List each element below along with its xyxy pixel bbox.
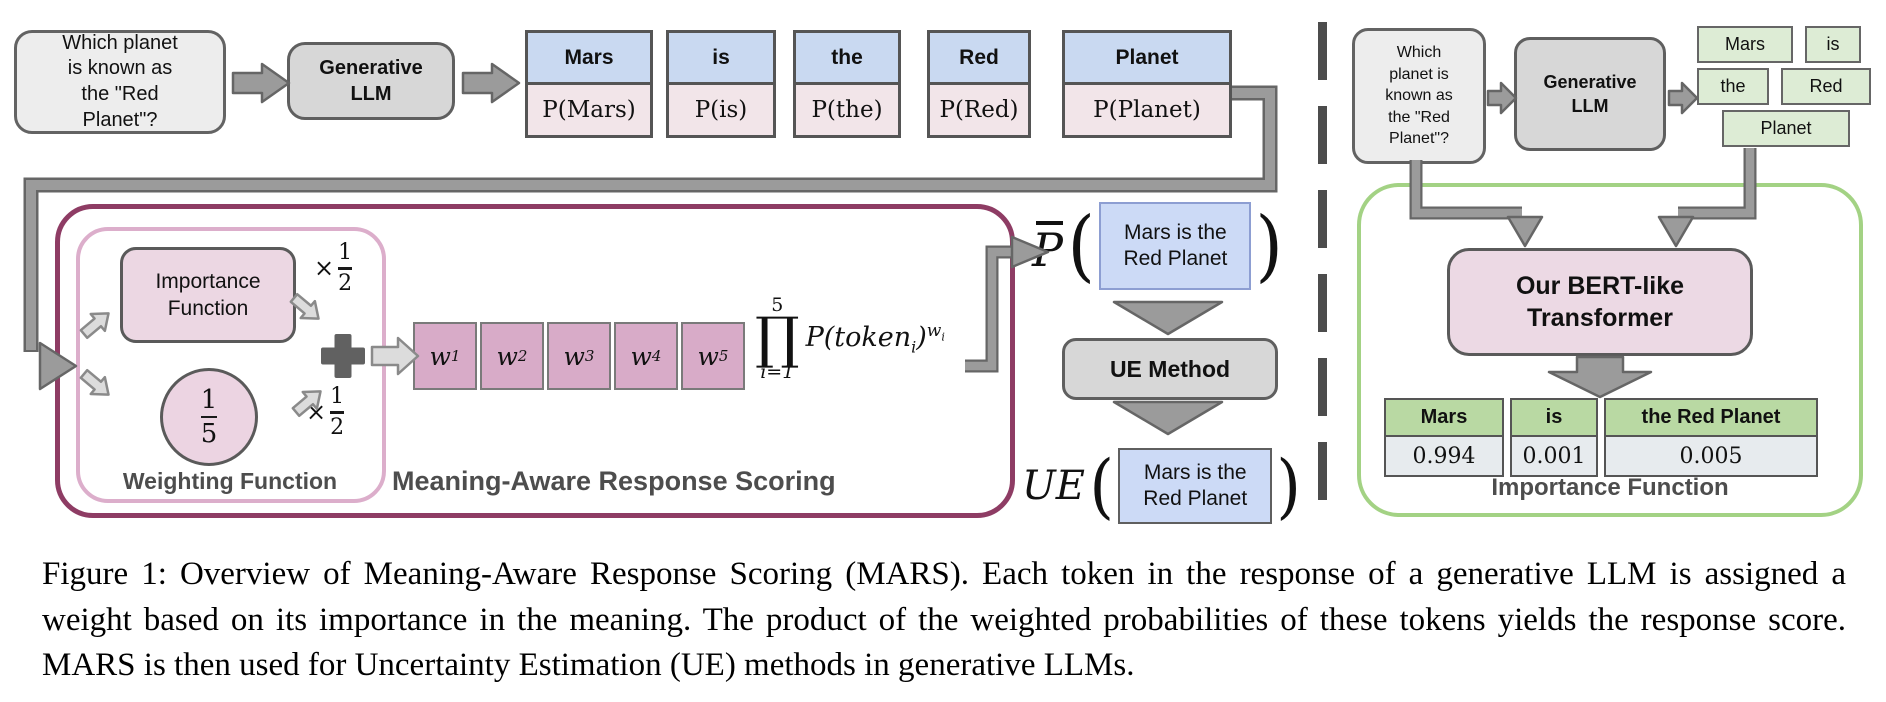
connector-question-to-transformer	[1409, 160, 1544, 248]
mini-arrow-icon	[291, 390, 322, 418]
table-value-cell: 0.001	[1510, 437, 1598, 477]
pbar-expression: P ( Mars is the Red Planet )	[1032, 198, 1285, 294]
ue-method-label: UE Method	[1109, 355, 1231, 382]
generative-llm-label: Generative LLM	[1543, 71, 1637, 116]
token-cell: Mars	[525, 30, 653, 82]
green-token: Planet	[1722, 110, 1850, 147]
open-paren: (	[1089, 444, 1114, 527]
bert-transformer-label: Our BERT-like Transformer	[1515, 271, 1685, 333]
mars-title: Meaning-Aware Response Scoring	[392, 466, 836, 496]
token-cell: is	[666, 30, 776, 82]
token-pair: the P(the)	[793, 30, 901, 138]
arrow-down-icon	[1547, 355, 1653, 399]
prob-cell: P(Mars)	[525, 82, 653, 138]
generative-llm-label: Generative LLM	[319, 57, 423, 105]
connector-tokens-to-mars	[23, 85, 1278, 391]
prob-cell: P(is)	[666, 82, 776, 138]
prob-cell: P(Planet)	[1062, 82, 1232, 138]
generative-llm-box: Generative LLM	[1514, 37, 1666, 151]
arrow-right-icon	[231, 62, 291, 104]
product-symbol: 5 ∏ i=1	[755, 294, 800, 383]
arrow-right-icon	[1667, 81, 1699, 115]
bert-transformer-box: Our BERT-like Transformer	[1447, 248, 1753, 356]
importance-function-title: Importance Function	[1491, 474, 1729, 501]
importance-function-panel	[1357, 183, 1863, 517]
one-fifth-fraction: 1 5	[200, 384, 218, 450]
green-token: Mars	[1697, 26, 1793, 63]
importance-function-label: Importance Function	[155, 269, 261, 320]
arrow-right-icon	[1486, 81, 1518, 115]
importance-table: the Red Planet 0.005	[1604, 398, 1818, 477]
mini-arrow-icon	[79, 368, 110, 396]
half-fraction: 1 2	[330, 384, 345, 440]
arrow-right-icon	[370, 336, 420, 376]
question-text: Which planet is known as the "Red Planet…	[1385, 44, 1453, 148]
mini-arrow-icon	[289, 292, 320, 320]
table-value-cell: 0.005	[1604, 437, 1818, 477]
green-token: is	[1805, 26, 1861, 63]
response-box: Mars is the Red Planet	[1118, 448, 1273, 524]
question-box: Which planet is known as the "Red Planet…	[14, 30, 226, 134]
connector-tokens-to-transformer	[1657, 148, 1757, 248]
arrow-down-icon	[1112, 400, 1224, 436]
table-token-cell: Mars	[1384, 398, 1504, 437]
generative-llm-box: Generative LLM	[287, 42, 455, 120]
ue-symbol: UE	[1022, 463, 1085, 509]
connector-formula-to-pbar	[965, 235, 1050, 373]
green-token: Red	[1781, 68, 1871, 105]
prob-cell: P(the)	[793, 82, 901, 138]
arrow-down-icon	[1506, 215, 1544, 248]
token-cell: Red	[927, 30, 1031, 82]
token-cell: Planet	[1062, 30, 1232, 82]
mini-arrow-icon	[79, 312, 110, 340]
weighting-function-label: Weighting Function	[122, 468, 338, 494]
importance-table: Mars 0.994	[1384, 398, 1504, 477]
prob-cell: P(Red)	[927, 82, 1031, 138]
times-sign: ×	[314, 254, 335, 283]
token-pair: is P(is)	[666, 30, 776, 138]
question-text: Which planet is known as the "Red Planet…	[62, 31, 178, 131]
open-paren: (	[1067, 200, 1095, 291]
importance-function-box: Importance Function	[120, 247, 296, 343]
token-pair: Mars P(Mars)	[525, 30, 653, 138]
token-pair: Red P(Red)	[927, 30, 1031, 138]
arrow-right-icon	[38, 341, 78, 391]
green-token: the	[1697, 68, 1769, 105]
times-half-top: × 1 2	[314, 240, 353, 296]
weighting-circle: 1 5	[160, 368, 258, 466]
close-paren: )	[1255, 200, 1284, 291]
token-pair: Planet P(Planet)	[1062, 30, 1232, 138]
figure-caption: Figure 1: Overview of Meaning-Aware Resp…	[42, 556, 1846, 684]
close-paren: )	[1276, 444, 1302, 527]
half-fraction: 1 2	[338, 240, 353, 296]
ue-method-box: UE Method	[1062, 338, 1278, 400]
response-box: Mars is the Red Planet	[1099, 202, 1252, 290]
table-value-cell: 0.994	[1384, 437, 1504, 477]
table-token-cell: is	[1510, 398, 1598, 437]
arrow-down-icon	[1657, 215, 1695, 248]
arrow-right-icon	[1010, 235, 1050, 269]
dashed-divider	[1318, 22, 1327, 522]
question-box: Which planet is known as the "Red Planet…	[1352, 28, 1486, 164]
table-token-cell: the Red Planet	[1604, 398, 1818, 437]
token-cell: the	[793, 30, 901, 82]
arrow-down-icon	[1112, 300, 1224, 336]
product-expression: P(tokeni)wi	[805, 321, 945, 357]
ue-expression: UE ( Mars is the Red Planet )	[1022, 440, 1303, 532]
product-formula: 5 ∏ i=1 P(tokeni)wi	[755, 296, 945, 382]
arrow-right-icon	[461, 62, 521, 104]
plus-icon	[321, 334, 365, 378]
importance-table: is 0.001	[1510, 398, 1598, 477]
